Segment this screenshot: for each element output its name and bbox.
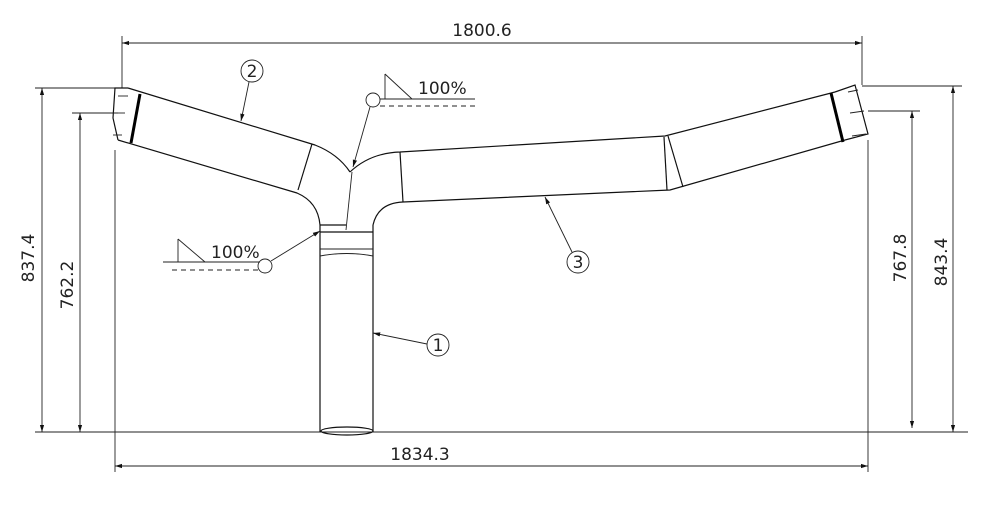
weld-symbol-top: 100% — [352, 73, 475, 168]
dimension-left-inner-height: 762.2 — [58, 112, 118, 432]
balloon-2: 2 — [240, 59, 264, 122]
balloon-3: 3 — [544, 196, 590, 274]
dimension-top-width: 1800.6 — [121, 21, 863, 88]
dimension-bottom-width: 1834.3 — [114, 140, 869, 472]
weld-label: 100% — [418, 79, 467, 99]
svg-text:2: 2 — [247, 62, 258, 82]
weld-label: 100% — [211, 243, 260, 263]
balloon-1: 1 — [372, 332, 450, 357]
dimension-label: 1800.6 — [452, 21, 511, 41]
dimension-left-outer-height: 837.4 — [19, 87, 125, 432]
dimension-right-inner-height: 767.8 — [868, 110, 920, 428]
dimension-label: 762.2 — [58, 261, 78, 310]
svg-text:1: 1 — [433, 336, 444, 356]
left-arm-pipe — [112, 87, 351, 226]
weld-symbol-bottom: 100% — [163, 230, 321, 274]
center-column-pipe — [319, 171, 374, 436]
dimension-label: 767.8 — [891, 234, 911, 283]
dimension-label: 843.4 — [932, 238, 952, 287]
right-arm-pipe — [349, 84, 869, 226]
dimension-label: 837.4 — [19, 234, 39, 283]
svg-text:3: 3 — [573, 253, 584, 273]
dimension-right-outer-height: 843.4 — [862, 85, 962, 432]
dimension-label: 1834.3 — [390, 445, 449, 465]
